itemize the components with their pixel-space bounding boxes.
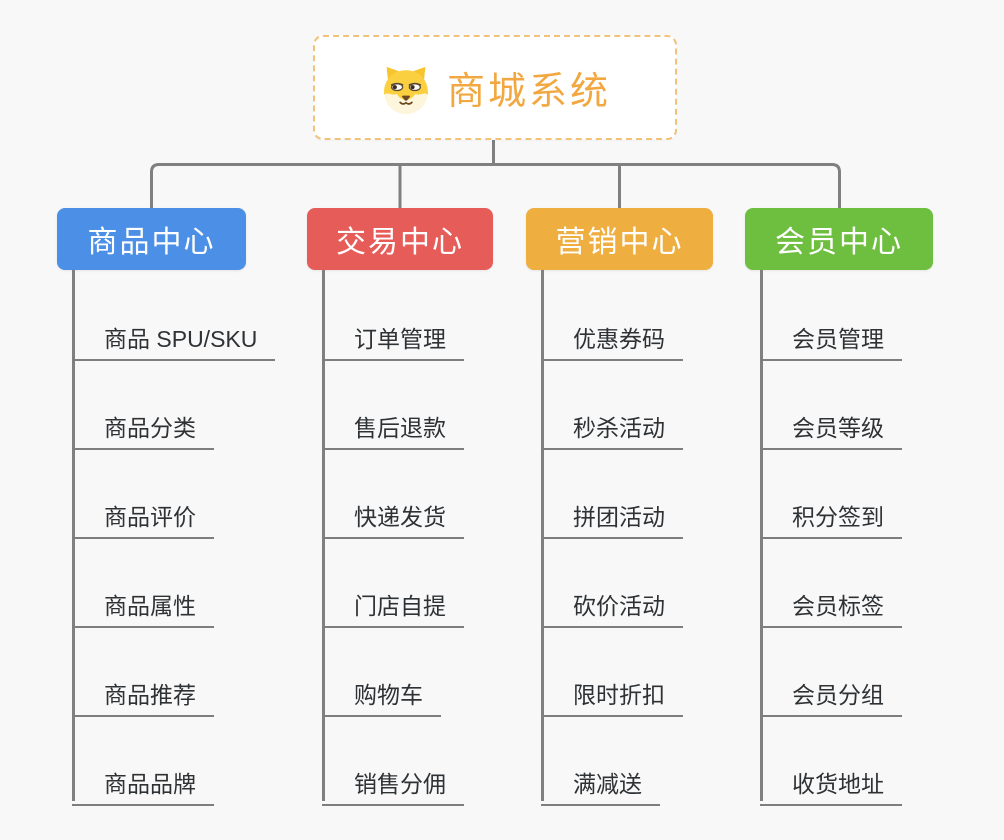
node-item[interactable]: 商品属性 bbox=[72, 579, 214, 628]
node-item[interactable]: 购物车 bbox=[322, 668, 441, 717]
dog-face-icon bbox=[384, 66, 428, 114]
node-item[interactable]: 售后退款 bbox=[322, 401, 464, 450]
root-title: 商城系统 bbox=[446, 71, 611, 113]
branch-spine bbox=[541, 270, 544, 801]
node-item[interactable]: 订单管理 bbox=[322, 312, 464, 361]
branch-spine bbox=[760, 270, 763, 801]
node-item[interactable]: 销售分佣 bbox=[322, 757, 464, 806]
node-item[interactable]: 收货地址 bbox=[760, 757, 902, 806]
node-item[interactable]: 快递发货 bbox=[322, 490, 464, 539]
node-item[interactable]: 砍价活动 bbox=[541, 579, 683, 628]
branch-header-member-center[interactable]: 会员中心 bbox=[745, 208, 933, 270]
node-item[interactable]: 限时折扣 bbox=[541, 668, 683, 717]
branch-marketing-center: 营销中心 优惠券码 秒杀活动 拼团活动 砍价活动 限时折扣 满减送 bbox=[526, 208, 713, 808]
branch-trade-center: 交易中心 订单管理 售后退款 快递发货 门店自提 购物车 销售分佣 bbox=[307, 208, 493, 808]
node-item[interactable]: 优惠券码 bbox=[541, 312, 683, 361]
node-item[interactable]: 会员管理 bbox=[760, 312, 902, 361]
node-item[interactable]: 会员分组 bbox=[760, 668, 902, 717]
branch-header-trade-center[interactable]: 交易中心 bbox=[307, 208, 493, 270]
node-item[interactable]: 秒杀活动 bbox=[541, 401, 683, 450]
branch-spine bbox=[322, 270, 325, 801]
node-item[interactable]: 满减送 bbox=[541, 757, 660, 806]
node-item[interactable]: 商品评价 bbox=[72, 490, 214, 539]
node-item[interactable]: 会员标签 bbox=[760, 579, 902, 628]
node-item[interactable]: 商品 SPU/SKU bbox=[72, 312, 276, 361]
bus-line bbox=[150, 163, 841, 208]
branch-member-center: 会员中心 会员管理 会员等级 积分签到 会员标签 会员分组 收货地址 bbox=[745, 208, 933, 808]
node-item[interactable]: 商品品牌 bbox=[72, 757, 214, 806]
node-item[interactable]: 商品分类 bbox=[72, 401, 214, 450]
node-item[interactable]: 门店自提 bbox=[322, 579, 464, 628]
node-item[interactable]: 会员等级 bbox=[760, 401, 902, 450]
node-item[interactable]: 积分签到 bbox=[760, 490, 902, 539]
branch-product-center: 商品中心 商品 SPU/SKU 商品分类 商品评价 商品属性 商品推荐 商品品牌 bbox=[57, 208, 276, 808]
branch-header-product-center[interactable]: 商品中心 bbox=[57, 208, 246, 270]
branch-spine bbox=[72, 270, 75, 801]
node-item[interactable]: 商品推荐 bbox=[72, 668, 214, 717]
branch-header-marketing-center[interactable]: 营销中心 bbox=[526, 208, 713, 270]
node-item[interactable]: 拼团活动 bbox=[541, 490, 683, 539]
root-node[interactable]: 商城系统 bbox=[313, 35, 677, 140]
